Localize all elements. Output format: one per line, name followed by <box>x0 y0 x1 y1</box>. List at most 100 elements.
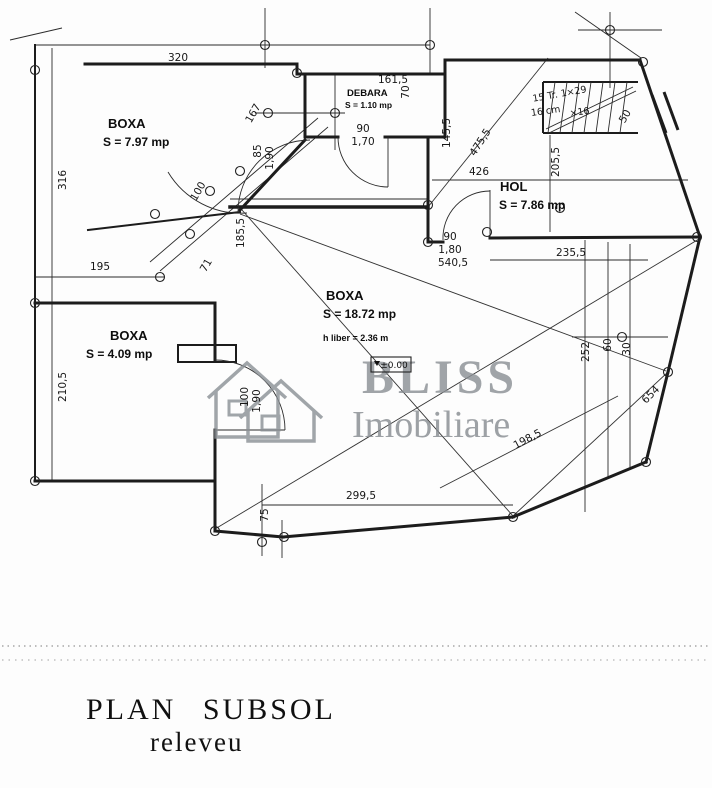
dimension-line <box>574 11 642 59</box>
survey-diagonal <box>512 371 669 517</box>
dimension-label: 1,80 <box>438 244 461 256</box>
room-area: S = 4.09 mp <box>86 347 152 361</box>
door-swing-arc <box>442 190 491 241</box>
dimension-label: 299,5 <box>346 490 376 502</box>
survey-marker <box>209 525 221 537</box>
dimension-label: 60 <box>602 338 614 351</box>
watermark-window-icon <box>260 414 281 432</box>
wall-pier <box>177 344 237 363</box>
dimension-label: 71 <box>198 257 215 275</box>
room-name: DEBARA <box>347 88 388 99</box>
dimension-label: 75 <box>259 508 271 521</box>
dimension-label: 1,90 <box>264 146 276 169</box>
dimension-label: 316 <box>57 170 69 190</box>
wall-segment <box>488 235 702 240</box>
watermark-brand-name: BLISS <box>362 351 518 404</box>
dimension-label: 85 <box>252 144 264 157</box>
dimension-label: 1,70 <box>351 136 374 148</box>
survey-marker <box>291 67 303 79</box>
dimension-label: 90 <box>356 123 369 135</box>
wall-segment <box>511 460 648 519</box>
dimension-label: 235,5 <box>556 247 586 259</box>
room-labels: BOXA S = 7.97 mp DEBARA S = 1.10 mp HOL … <box>86 88 565 361</box>
level-marker-value: ±0.00 <box>380 361 408 371</box>
survey-marker <box>184 228 196 240</box>
plan-title: PLAN SUBSOL <box>86 693 336 726</box>
wall-segment <box>666 235 702 374</box>
room-name: BOXA <box>110 328 148 343</box>
dimension-label: 90 <box>443 231 456 243</box>
watermark-window-icon <box>227 399 248 417</box>
survey-marker <box>662 366 674 378</box>
level-marker-symbol <box>374 361 380 366</box>
stair-labels: 15 Tr. 1×29 16 cm ×16 <box>530 84 590 119</box>
wall-segment <box>86 210 242 232</box>
stair-tread <box>559 81 568 134</box>
survey-marker <box>616 331 628 343</box>
survey-marker <box>481 226 493 238</box>
survey-diagonal <box>427 57 549 208</box>
separator-lines <box>2 645 710 661</box>
survey-diagonal <box>214 238 700 530</box>
dimension-label: 205,5 <box>550 147 562 177</box>
stair-direction-line <box>545 86 634 130</box>
room-area: S = 7.97 mp <box>103 135 169 149</box>
survey-marker <box>554 202 566 214</box>
dimension-label: 252 <box>580 342 592 362</box>
watermark-brand-subtitle: Imobiliare <box>352 404 510 446</box>
survey-marker <box>262 107 274 119</box>
survey-marker <box>691 231 703 243</box>
stair-tread <box>595 81 604 134</box>
stair-tread <box>583 81 592 134</box>
dimension-label: 198,5 <box>512 427 544 452</box>
dimension-label: 1,90 <box>251 389 263 412</box>
door-swing-arc <box>167 171 248 214</box>
survey-marker <box>640 456 652 468</box>
level-marker: ±0.00 <box>370 356 412 373</box>
dimension-label: 30 <box>621 342 633 355</box>
wall-segment <box>281 515 515 539</box>
walls <box>33 44 702 539</box>
survey-marker <box>422 199 434 211</box>
stair-riser-label: 16 cm <box>530 104 561 119</box>
survey-diagonals <box>214 57 700 530</box>
plan-subtitle: releveu <box>150 727 243 757</box>
room-name: HOL <box>500 179 528 194</box>
dimension-line <box>9 27 63 41</box>
wall-segment <box>213 529 285 539</box>
survey-diagonal <box>239 213 667 372</box>
stair-tread <box>571 81 580 134</box>
dimension-label: 426 <box>469 166 489 178</box>
watermark: BLISS Imobiliare <box>206 351 518 446</box>
room-name: BOXA <box>326 288 364 303</box>
dimension-label: 167 <box>243 102 263 125</box>
shaft-wall <box>650 94 668 134</box>
survey-marker <box>234 165 246 177</box>
dimension-label: 161,5 <box>378 74 408 86</box>
survey-marker <box>29 64 41 76</box>
staircase <box>542 81 680 134</box>
dimension-label: 50 <box>617 108 634 126</box>
door-swing-arc <box>337 136 389 188</box>
dimension-label: 195 <box>90 261 110 273</box>
dimension-label: 100 <box>239 387 251 407</box>
survey-diagonal <box>439 395 619 489</box>
title-block: PLAN SUBSOL releveu <box>86 693 336 757</box>
level-marker-box <box>370 356 412 373</box>
wall-segment <box>237 137 308 213</box>
survey-marker <box>149 208 161 220</box>
stair-direction-line <box>548 90 637 134</box>
dimension-label: 320 <box>168 52 188 64</box>
dimension-label: 210,5 <box>57 372 69 402</box>
survey-marker <box>507 511 519 523</box>
dimension-line <box>149 117 319 263</box>
survey-marker <box>424 39 436 51</box>
dimension-label: 475,5 <box>467 126 493 158</box>
survey-marker <box>204 185 216 197</box>
watermark-house-icon <box>238 378 324 420</box>
stair-tread <box>607 81 616 134</box>
survey-marker <box>29 297 41 309</box>
dimension-label: 540,5 <box>438 257 468 269</box>
dimension-lines <box>9 8 688 558</box>
